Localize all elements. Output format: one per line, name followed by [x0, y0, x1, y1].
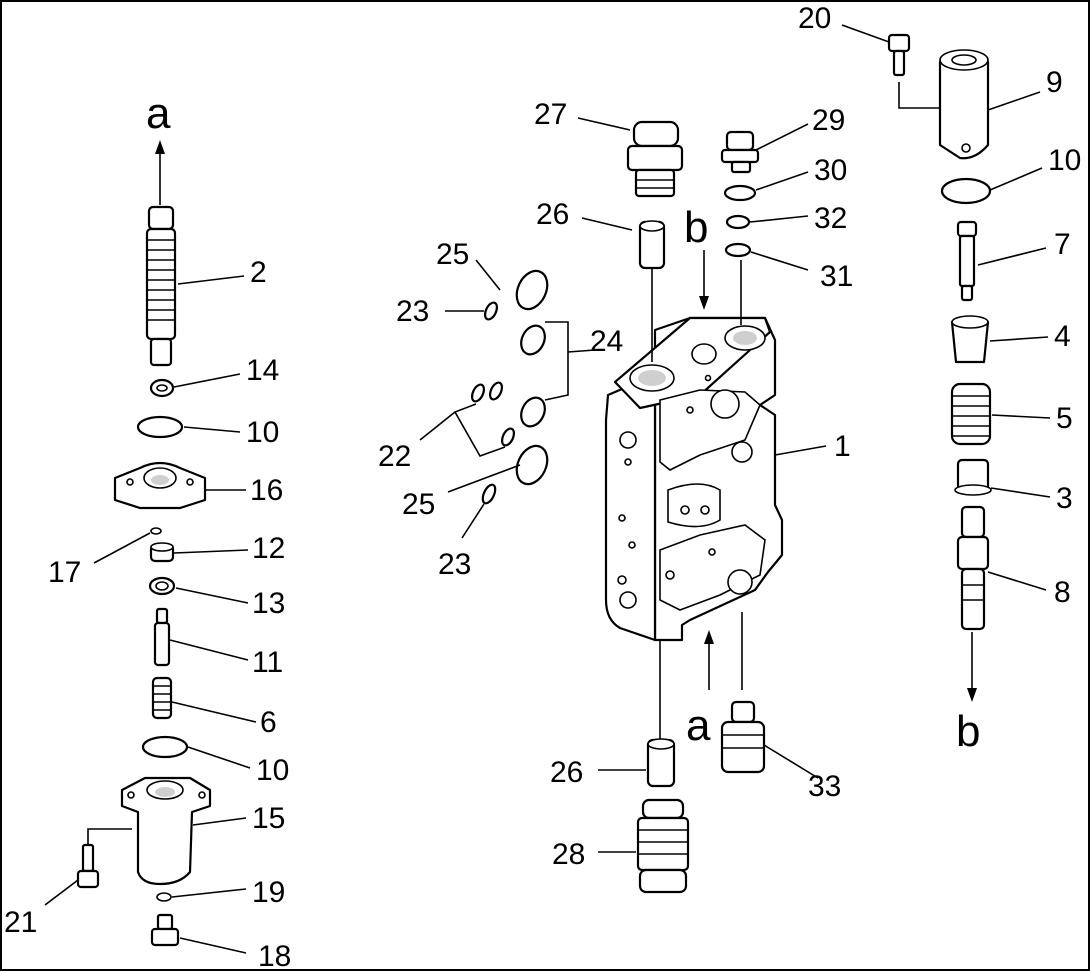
part-29-plug	[720, 130, 760, 174]
callout-9: 9	[1046, 66, 1063, 99]
part-24-o-ring	[520, 324, 546, 356]
callout-25: 25	[402, 488, 435, 521]
callout-23: 23	[396, 295, 429, 328]
callout-29: 29	[812, 104, 845, 137]
part-17-small-ring	[150, 527, 162, 535]
callout-10: 10	[246, 416, 279, 449]
part-8-spool	[956, 505, 990, 631]
callout-2: 2	[250, 256, 267, 289]
part-26-poppet	[646, 738, 676, 788]
callout-17: 17	[48, 556, 81, 589]
callout-12: 12	[252, 532, 285, 565]
callout-15: 15	[252, 802, 285, 835]
flow-label-a: a	[686, 701, 711, 750]
part-10-o-ring	[141, 735, 189, 759]
part-7-pin	[956, 220, 978, 302]
part-28-plug	[636, 798, 690, 894]
callout-33: 33	[808, 770, 841, 803]
part-19-small-o-ring	[156, 892, 172, 902]
callout-6: 6	[260, 706, 277, 739]
callout-20: 20	[798, 2, 831, 35]
callout-25: 25	[436, 238, 469, 271]
flow-letters: a b a b	[146, 89, 980, 756]
part-23-o-ring	[483, 301, 499, 321]
flow-label-b: b	[956, 707, 980, 756]
callout-26: 26	[536, 198, 569, 231]
callout-18: 18	[258, 940, 291, 971]
callout-4: 4	[1054, 320, 1071, 353]
callout-28: 28	[552, 838, 585, 871]
callout-32: 32	[814, 202, 847, 235]
part-21-bolt	[76, 828, 132, 889]
callout-24: 24	[590, 325, 623, 358]
leader-line	[567, 349, 596, 353]
right-assembly	[887, 33, 992, 702]
callout-16: 16	[250, 474, 283, 507]
part-1-valve-body	[604, 316, 784, 642]
part-4-seat	[950, 315, 990, 364]
callout-22: 22	[378, 440, 411, 473]
part-22-o-ring	[488, 381, 504, 401]
callout-31: 31	[820, 260, 853, 293]
callout-10: 10	[1048, 144, 1081, 177]
arrow-head	[699, 296, 709, 310]
part-14-collar	[149, 378, 175, 398]
callout-3: 3	[1056, 482, 1073, 515]
part-6-spring	[151, 676, 173, 720]
leader-lines	[44, 24, 1051, 954]
flow-label-a: a	[146, 89, 171, 138]
part-25-o-ring	[515, 269, 549, 311]
callout-7: 7	[1054, 228, 1071, 261]
callout-30: 30	[814, 154, 847, 187]
part-11-pin	[153, 607, 171, 667]
left-assembly	[76, 140, 212, 947]
callout-8: 8	[1054, 576, 1071, 609]
part-22-o-ring	[470, 383, 486, 403]
part-10-o-ring	[136, 415, 184, 439]
callout-1: 1	[834, 430, 851, 463]
part-26-poppet	[638, 220, 666, 270]
arrow-head	[155, 140, 165, 154]
callout-labels: 2 14 10 16 17 12 13 11 6 10 15 19 18 21 …	[4, 2, 1081, 971]
part-16-cover	[113, 461, 207, 510]
part-30-o-ring	[723, 184, 757, 202]
part-12-seat	[149, 542, 175, 563]
part-9-cap	[938, 49, 990, 160]
callout-5: 5	[1056, 402, 1073, 435]
part-23-o-ring	[481, 483, 497, 505]
part-2-spool	[145, 205, 177, 367]
callout-19: 19	[252, 876, 285, 909]
part-32-ring	[725, 214, 751, 230]
arrow-head	[704, 630, 714, 644]
part-22-o-ring	[500, 427, 516, 447]
callout-23: 23	[438, 548, 471, 581]
part-24-o-ring	[520, 396, 546, 428]
leader-bracket	[453, 403, 506, 457]
callout-11: 11	[252, 646, 283, 679]
callout-10: 10	[256, 754, 289, 787]
part-15-housing	[120, 776, 212, 886]
part-18-plug	[150, 913, 180, 947]
callout-13: 13	[252, 587, 285, 620]
part-33-valve	[720, 700, 766, 774]
part-10-o-ring	[940, 177, 992, 205]
callout-14: 14	[246, 354, 279, 387]
part-3-seat	[954, 458, 992, 496]
callout-21: 21	[4, 906, 37, 939]
callout-27: 27	[534, 98, 567, 131]
arrow-head	[967, 688, 977, 702]
part-13-washer	[148, 576, 176, 596]
callout-26: 26	[550, 756, 583, 789]
part-25-o-ring	[515, 444, 549, 486]
part-27-plug	[626, 120, 684, 198]
leader-bracket	[544, 321, 569, 401]
part-31-o-ring	[724, 242, 752, 258]
part-5-spring	[950, 382, 992, 446]
flow-label-b: b	[684, 203, 708, 252]
